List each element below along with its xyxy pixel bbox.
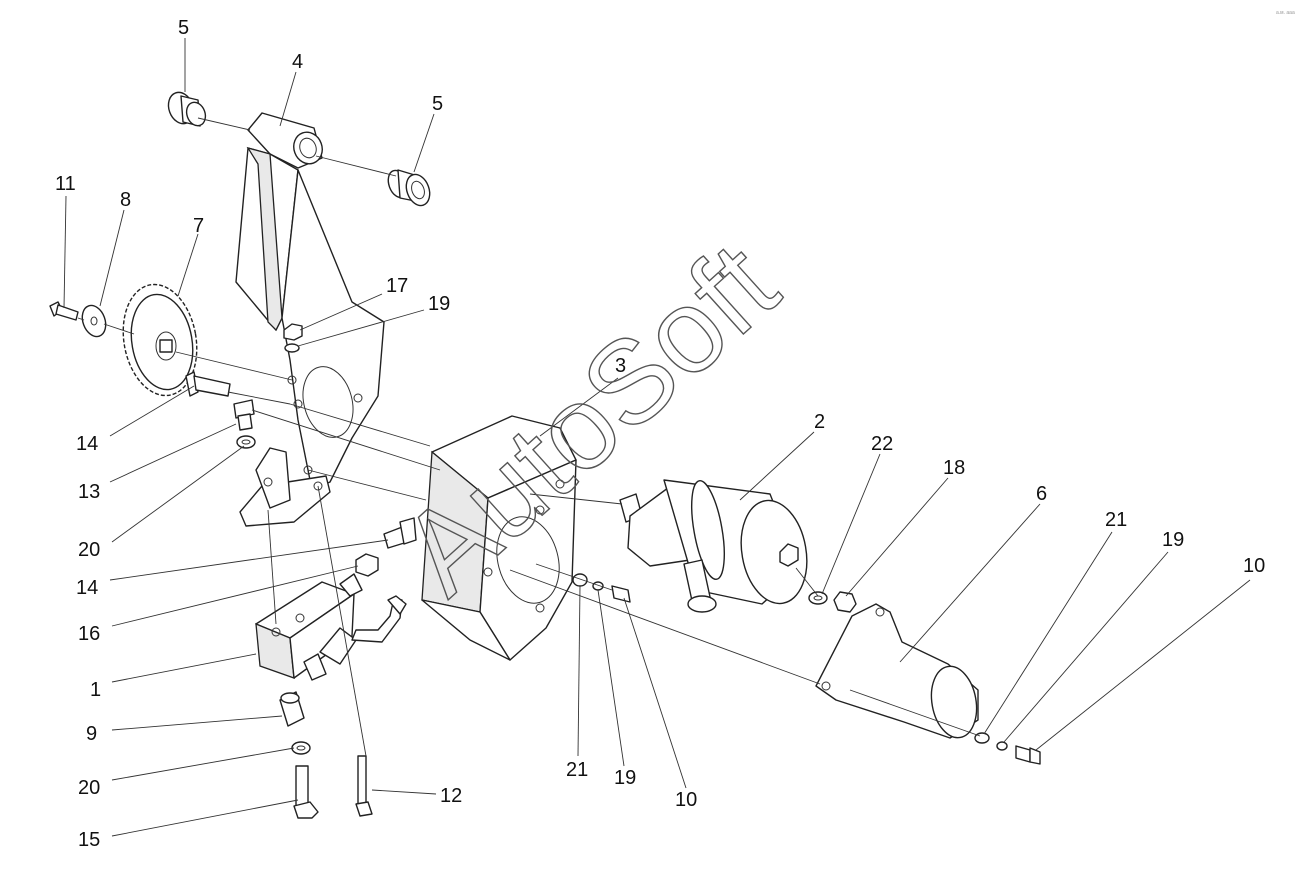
part-20-washer-lower bbox=[291, 741, 311, 755]
part-14-bolt-lower bbox=[383, 517, 417, 549]
callout-12: 12 bbox=[440, 785, 462, 807]
callout-8: 8 bbox=[120, 189, 131, 211]
callout-14: 14 bbox=[76, 577, 98, 599]
part-17-nut bbox=[283, 323, 303, 341]
part-16-nut bbox=[355, 553, 379, 577]
callout-1: 1 bbox=[90, 679, 101, 701]
part-5-bushing-right bbox=[387, 169, 431, 207]
callout-5: 5 bbox=[432, 93, 443, 115]
callout-2: 2 bbox=[814, 411, 825, 433]
part-13-bolt bbox=[233, 399, 255, 431]
callout-15: 15 bbox=[78, 829, 100, 851]
callout-21: 21 bbox=[1105, 509, 1127, 531]
part-11-bolt bbox=[49, 301, 79, 321]
part-9-sleeve bbox=[279, 691, 305, 727]
part-18-nut bbox=[833, 591, 857, 613]
part-8-washer bbox=[81, 304, 107, 338]
part-22-washer bbox=[808, 591, 828, 605]
callout-18: 18 bbox=[943, 457, 965, 479]
part-12-rod bbox=[355, 755, 373, 817]
part-3-housing bbox=[421, 415, 577, 661]
callout-19: 19 bbox=[428, 293, 450, 315]
callout-16: 16 bbox=[78, 623, 100, 645]
part-19-washer-right bbox=[996, 741, 1008, 751]
callout-19: 19 bbox=[1162, 529, 1184, 551]
callout-11: 11 bbox=[55, 173, 76, 195]
part-14-bolt-upper bbox=[185, 371, 231, 397]
callout-6: 6 bbox=[1036, 483, 1047, 505]
callout-4: 4 bbox=[292, 51, 303, 73]
callout-labels: 5 4 5 11 8 7 17 19 3 2 22 18 6 21 19 10 … bbox=[55, 17, 1265, 851]
callout-10: 10 bbox=[675, 789, 697, 811]
part-15-bolt bbox=[293, 765, 319, 819]
callout-20: 20 bbox=[78, 539, 100, 561]
part-7-gear bbox=[122, 283, 198, 397]
callout-22: 22 bbox=[871, 433, 893, 455]
callout-10: 10 bbox=[1243, 555, 1265, 577]
part-4-bracket-arm bbox=[235, 112, 385, 527]
part-5-bushing-left bbox=[167, 91, 207, 127]
part-1-valve-block bbox=[255, 573, 407, 681]
part-10-bolt-center bbox=[611, 585, 631, 603]
assembly-axis-lines bbox=[77, 117, 981, 757]
corner-mark: а.м. ааа bbox=[1276, 10, 1295, 16]
callout-20: 20 bbox=[78, 777, 100, 799]
part-6-cover bbox=[815, 603, 979, 739]
callout-21: 21 bbox=[566, 759, 588, 781]
callout-3: 3 bbox=[615, 355, 626, 377]
callout-13: 13 bbox=[78, 481, 100, 503]
callout-5: 5 bbox=[178, 17, 189, 39]
callout-9: 9 bbox=[86, 723, 97, 745]
callout-17: 17 bbox=[386, 275, 408, 297]
callout-7: 7 bbox=[193, 215, 204, 237]
callout-leaders bbox=[63, 38, 1251, 837]
callout-14: 14 bbox=[76, 433, 98, 455]
part-21-washer-center bbox=[572, 573, 588, 587]
part-19-washer-top bbox=[284, 343, 300, 353]
part-10-bolt-right bbox=[1015, 745, 1041, 765]
callout-19: 19 bbox=[614, 767, 636, 789]
part-2-hydraulic-motor bbox=[619, 479, 808, 613]
part-20-washer-upper bbox=[236, 435, 256, 449]
